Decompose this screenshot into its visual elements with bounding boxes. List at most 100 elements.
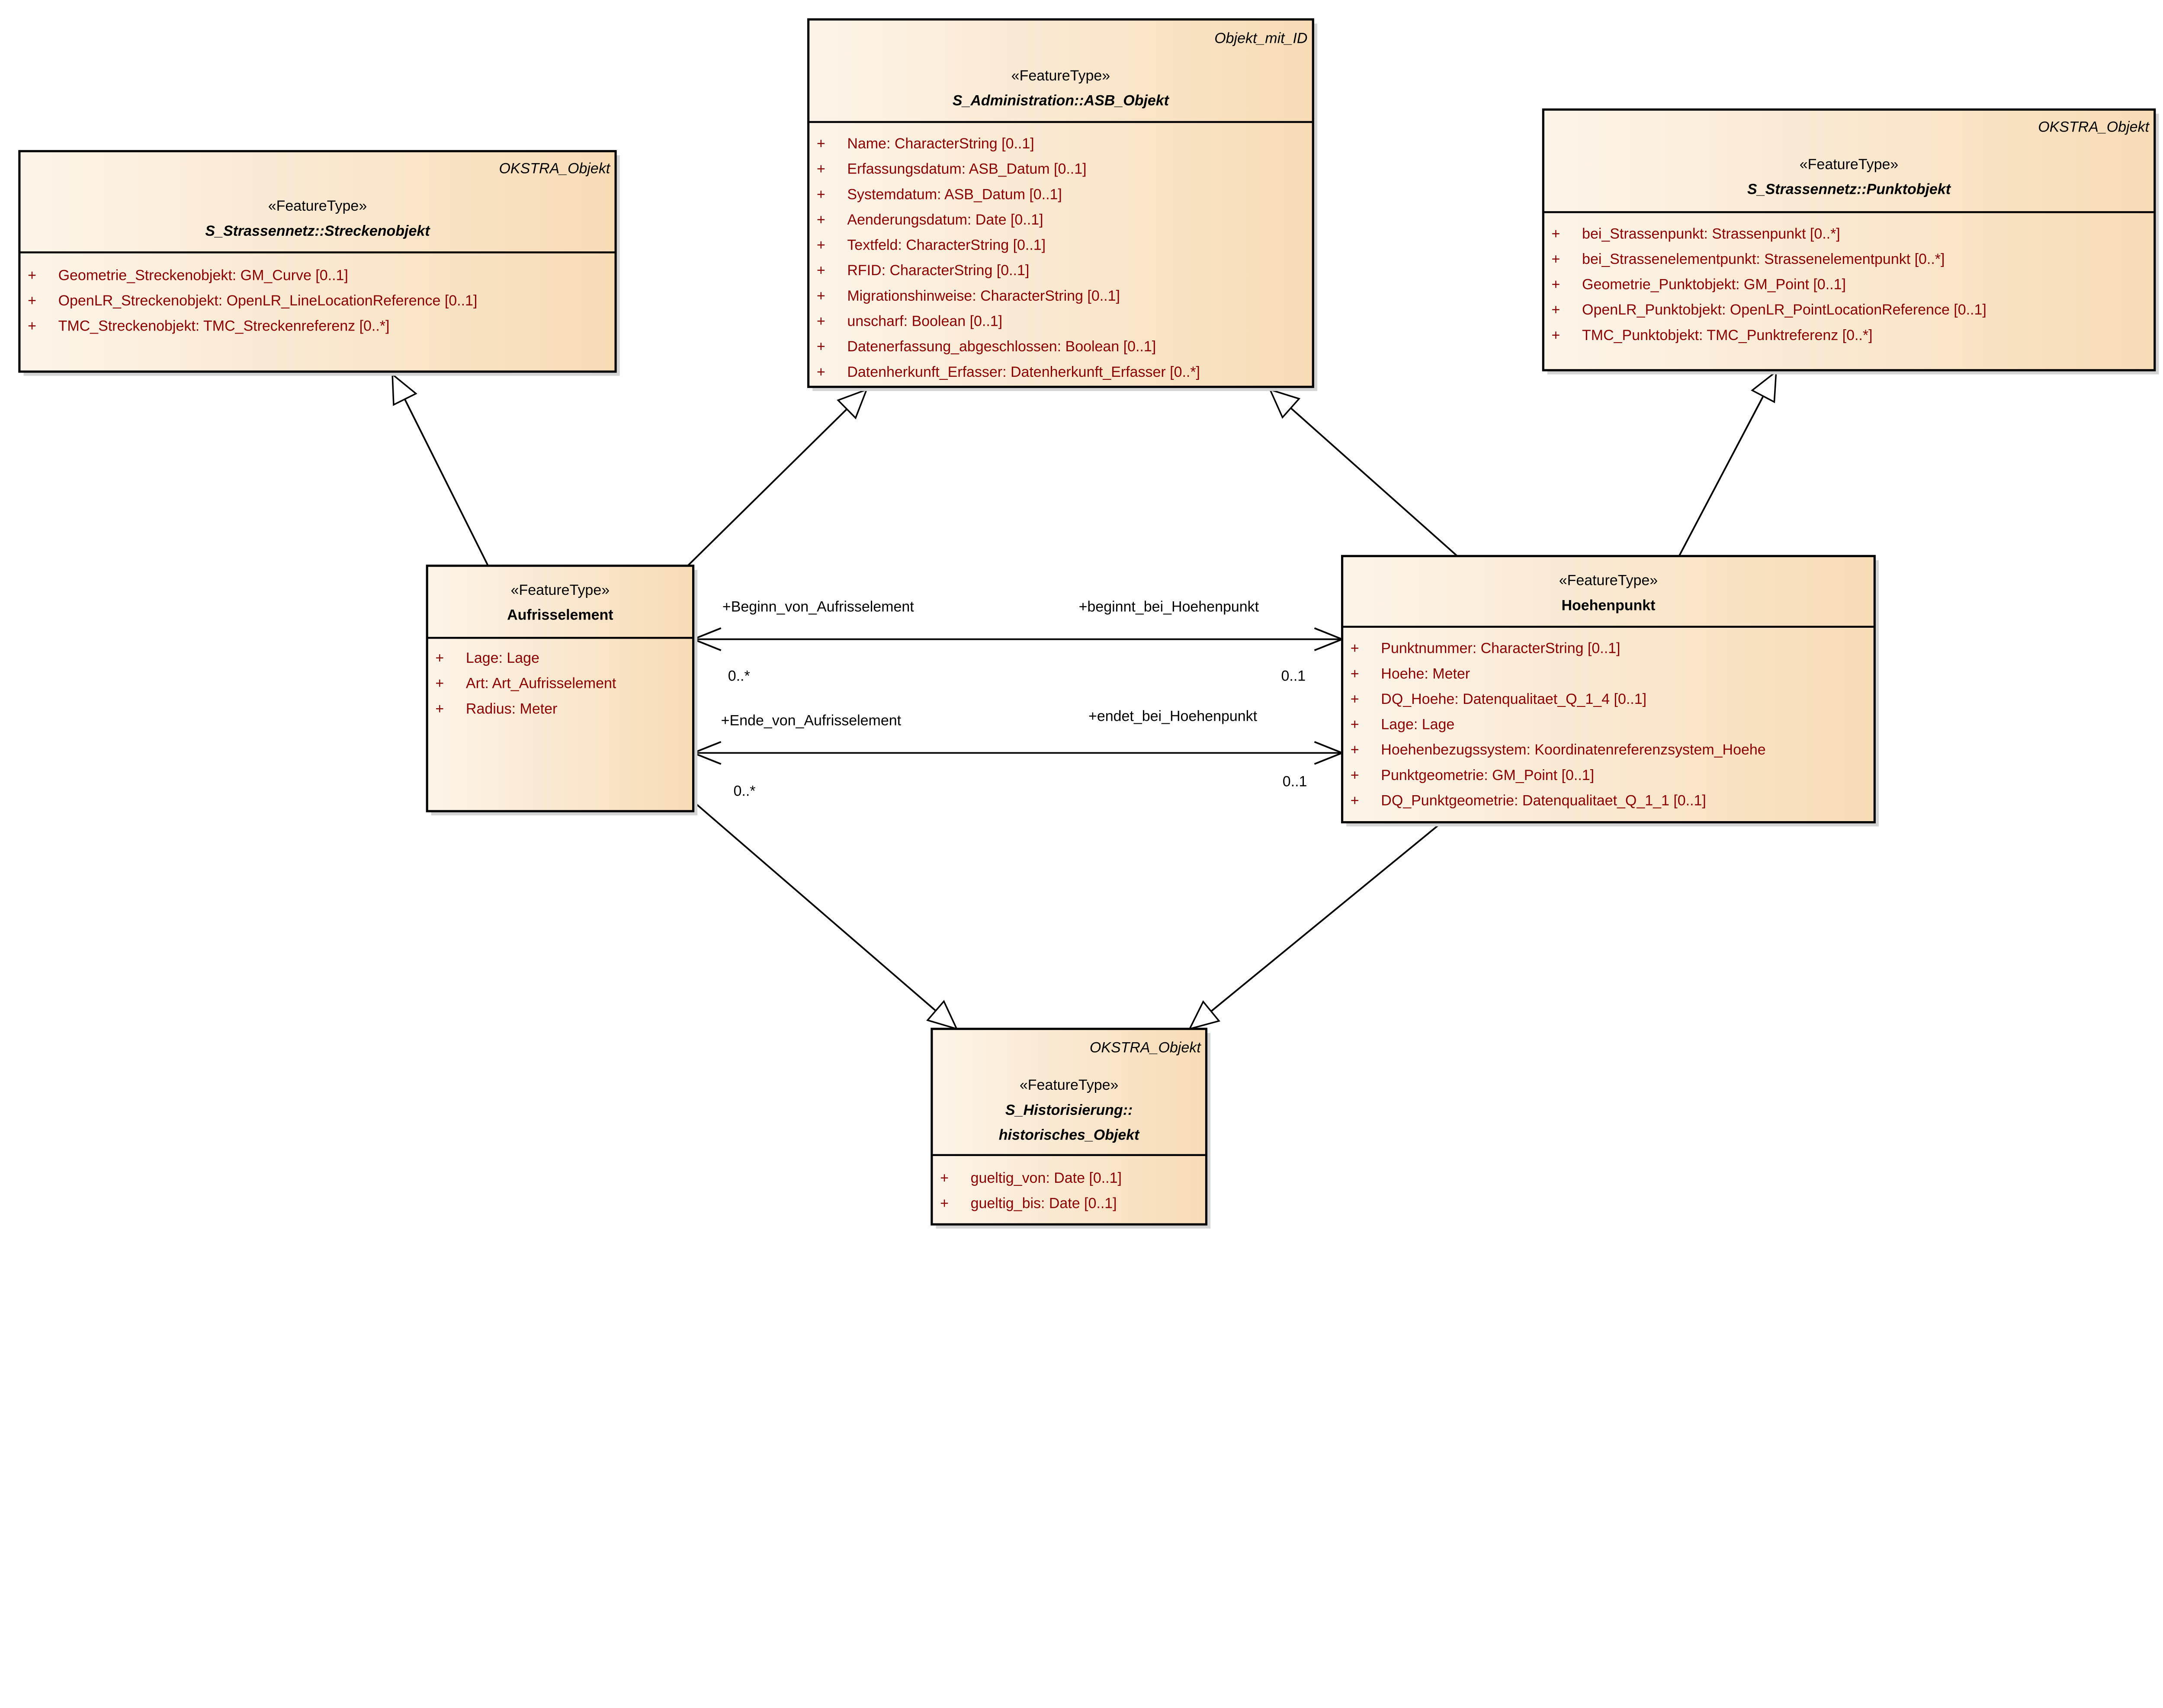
- generalization-line: [1210, 822, 1443, 1012]
- class-box: [1542, 108, 2156, 372]
- visibility-public: +: [817, 288, 825, 304]
- generalization-aufrisselement-asb-objekt[interactable]: [687, 388, 868, 567]
- generalization-hoehenpunkt-historisches-objekt[interactable]: [1188, 822, 1443, 1030]
- attribute[interactable]: Lage: Lage: [1381, 716, 1454, 733]
- attribute[interactable]: Migrationshinweise: CharacterString [0..…: [847, 288, 1120, 304]
- parent-class-tag: OKSTRA_Objekt: [1090, 1040, 1201, 1056]
- attribute[interactable]: TMC_Streckenobjekt: TMC_Streckenreferenz…: [58, 318, 390, 334]
- class-box: [1341, 555, 1876, 824]
- visibility-public: +: [435, 700, 444, 717]
- class-name: Hoehenpunkt: [1561, 597, 1655, 613]
- class-box: [931, 1027, 1208, 1226]
- visibility-public: +: [817, 237, 825, 254]
- attribute[interactable]: Punktnummer: CharacterString [0..1]: [1381, 640, 1620, 657]
- visibility-public: +: [28, 267, 36, 283]
- association-labels: +Beginn_von_Aufrisselement +beginnt_bei_…: [721, 598, 1307, 799]
- visibility-public: +: [1552, 276, 1560, 293]
- relationships: [392, 370, 1777, 1031]
- class-box: [18, 150, 617, 373]
- visibility-public: +: [817, 338, 825, 355]
- generalization-hoehenpunkt-punktobjekt[interactable]: [1678, 370, 1777, 557]
- role-ende-von-aufrisselement: +Ende_von_Aufrisselement: [721, 712, 902, 729]
- visibility-public: +: [817, 161, 825, 177]
- stereotype: «FeatureType»: [1011, 67, 1110, 84]
- class-asb-objekt[interactable]: Objekt_mit_ID «FeatureType» S_Administrati…: [807, 18, 1317, 391]
- class-aufrisselement[interactable]: «FeatureType» Aufrisselement + Lage: Lage + A…: [426, 565, 698, 815]
- attribute[interactable]: bei_Strassenelementpunkt: Strassenelemen…: [1582, 251, 1945, 267]
- stereotype: «FeatureType»: [268, 198, 367, 214]
- generalization-arrowhead-icon: [1751, 370, 1777, 403]
- attribute[interactable]: TMC_Punktobjekt: TMC_Punktreferenz [0..*…: [1582, 327, 1872, 344]
- attribute[interactable]: Lage: Lage: [466, 650, 539, 666]
- class-historisches-objekt[interactable]: OKSTRA_Objekt«FeatureType»S_Historisieru…: [931, 1027, 1211, 1229]
- visibility-public: +: [817, 212, 825, 228]
- parent-class-tag: OKSTRA_Objekt: [499, 161, 611, 177]
- class-hoehenpunkt[interactable]: «FeatureType»Hoehenpunkt+Punktnummer: Ch…: [1341, 555, 1879, 827]
- role-endet-bei-hoehenpunkt: +endet_bei_Hoehenpunkt: [1088, 708, 1258, 725]
- attribute[interactable]: RFID: CharacterString [0..1]: [847, 262, 1029, 279]
- attribute[interactable]: Datenerfassung_abgeschlossen: Boolean [0…: [847, 338, 1156, 355]
- visibility-public: +: [28, 318, 36, 334]
- attribute[interactable]: bei_Strassenpunkt: Strassenpunkt [0..*]: [1582, 225, 1840, 242]
- class-box: [807, 18, 1314, 388]
- attribute[interactable]: Systemdatum: ASB_Datum [0..1]: [847, 186, 1062, 202]
- generalization-arrowhead-icon: [926, 1000, 958, 1031]
- visibility-public: +: [1351, 665, 1359, 682]
- multiplicity-beginn-source: 0..*: [728, 668, 750, 684]
- classes: OKSTRA_Objekt«FeatureType»S_Strassennetz…: [18, 18, 2159, 1229]
- visibility-public: +: [435, 675, 444, 692]
- attribute[interactable]: Datenherkunft_Erfasser: Datenherkunft_Er…: [847, 364, 1200, 380]
- visibility-public: +: [1351, 716, 1359, 733]
- attribute[interactable]: Hoehe: Meter: [1381, 665, 1470, 682]
- visibility-public: +: [435, 650, 444, 666]
- generalization-arrowhead-icon: [1188, 1000, 1220, 1030]
- class-streckenobjekt[interactable]: OKSTRA_Objekt«FeatureType»S_Strassennetz…: [18, 150, 620, 376]
- visibility-public: +: [1552, 225, 1560, 242]
- stereotype: «FeatureType»: [511, 582, 610, 598]
- attribute[interactable]: Art: Art_Aufrisselement: [466, 675, 616, 692]
- attribute[interactable]: Geometrie_Punktobjekt: GM_Point [0..1]: [1582, 276, 1846, 293]
- multiplicity-ende-source: 0..*: [734, 783, 756, 799]
- attribute[interactable]: gueltig_von: Date [0..1]: [971, 1170, 1122, 1186]
- attribute[interactable]: Name: CharacterString [0..1]: [847, 135, 1034, 152]
- generalization-line: [1290, 407, 1458, 557]
- generalization-hoehenpunkt-asb-objekt[interactable]: [1268, 388, 1458, 557]
- generalization-line: [1678, 395, 1764, 557]
- class-punktobjekt[interactable]: OKSTRA_Objekt«FeatureType»S_Strassennetz…: [1542, 108, 2159, 375]
- association-beginn[interactable]: [691, 627, 1345, 651]
- attribute[interactable]: Hoehenbezugssystem: Koordinatenreferenzs…: [1381, 742, 1765, 758]
- parent-class-tag: Objekt_mit_ID: [1214, 30, 1307, 46]
- attribute[interactable]: Radius: Meter: [466, 700, 557, 717]
- visibility-public: +: [817, 135, 825, 152]
- attribute[interactable]: Punktgeometrie: GM_Point [0..1]: [1381, 767, 1594, 783]
- attribute[interactable]: Textfeld: CharacterString [0..1]: [847, 237, 1046, 254]
- attribute[interactable]: gueltig_bis: Date [0..1]: [971, 1195, 1117, 1212]
- class-name: Aufrisselement: [507, 607, 613, 623]
- attribute[interactable]: OpenLR_Streckenobjekt: OpenLR_LineLocati…: [58, 292, 478, 309]
- attribute[interactable]: Geometrie_Streckenobjekt: GM_Curve [0..1…: [58, 267, 348, 283]
- multiplicity-ende-target: 0..1: [1283, 773, 1307, 790]
- attribute[interactable]: Aenderungsdatum: Date [0..1]: [847, 212, 1043, 228]
- attribute[interactable]: DQ_Punktgeometrie: Datenqualitaet_Q_1_1 …: [1381, 793, 1706, 809]
- class-name: S_Administration::ASB_Objekt: [953, 93, 1170, 109]
- visibility-public: +: [1351, 793, 1359, 809]
- generalization-line: [693, 801, 937, 1011]
- stereotype: «FeatureType»: [1020, 1077, 1119, 1093]
- visibility-public: +: [1552, 327, 1560, 344]
- association-ende[interactable]: [691, 741, 1345, 765]
- visibility-public: +: [1552, 302, 1560, 318]
- role-beginn-von-aufrisselement: +Beginn_von_Aufrisselement: [722, 598, 914, 615]
- visibility-public: +: [1351, 742, 1359, 758]
- attribute[interactable]: unscharf: Boolean [0..1]: [847, 313, 1002, 330]
- role-beginnt-bei-hoehenpunkt: +beginnt_bei_Hoehenpunkt: [1079, 598, 1259, 615]
- attribute[interactable]: DQ_Hoehe: Datenqualitaet_Q_1_4 [0..1]: [1381, 691, 1646, 707]
- visibility-public: +: [817, 262, 825, 279]
- visibility-public: +: [1552, 251, 1560, 267]
- generalization-aufrisselement-historisches-objekt[interactable]: [693, 801, 958, 1031]
- generalization-aufrisselement-streckenobjekt[interactable]: [392, 372, 489, 566]
- visibility-public: +: [28, 292, 36, 309]
- class-name-line-2: historisches_Objekt: [999, 1127, 1140, 1143]
- attribute[interactable]: Erfassungsdatum: ASB_Datum [0..1]: [847, 161, 1086, 177]
- attribute[interactable]: OpenLR_Punktobjekt: OpenLR_PointLocation…: [1582, 302, 1986, 318]
- visibility-public: +: [817, 186, 825, 202]
